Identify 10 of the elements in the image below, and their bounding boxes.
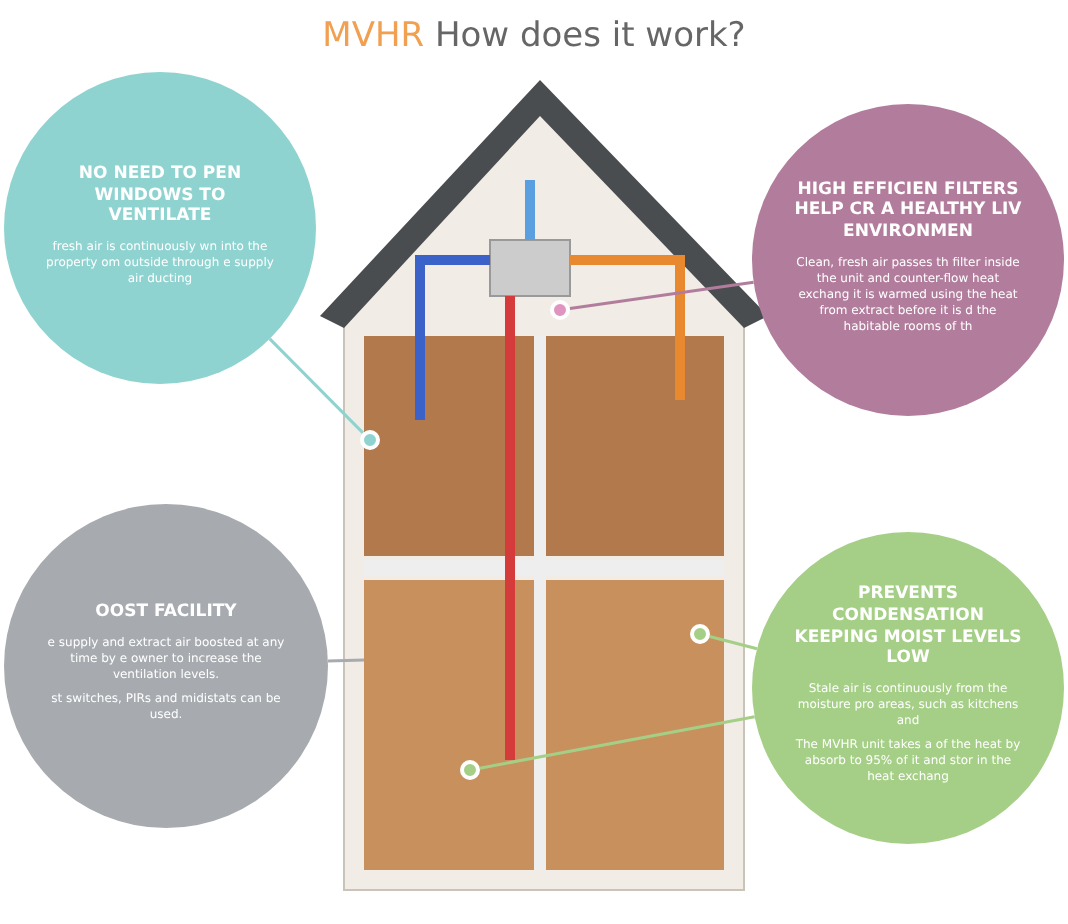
leader-line	[569, 280, 754, 311]
title: MVHR How does it work?	[320, 16, 748, 56]
callout-heading: PREVENTS CONDENSATION KEEPING MOIST LEVELS LOW	[792, 584, 1024, 670]
leader-line	[268, 337, 365, 434]
callout-heading: NO NEED TO PEN WINDOWS TO VENTILATE	[76, 163, 244, 228]
leader-line	[709, 635, 758, 651]
leader-line	[479, 715, 755, 770]
callout-heading: OOST FACILITY	[95, 602, 237, 625]
callout-heading: HIGH EFFICIEN FILTERS HELP CR A HEALTHY LIV ENVIRONMEN	[792, 179, 1024, 244]
leader-line	[327, 658, 365, 663]
